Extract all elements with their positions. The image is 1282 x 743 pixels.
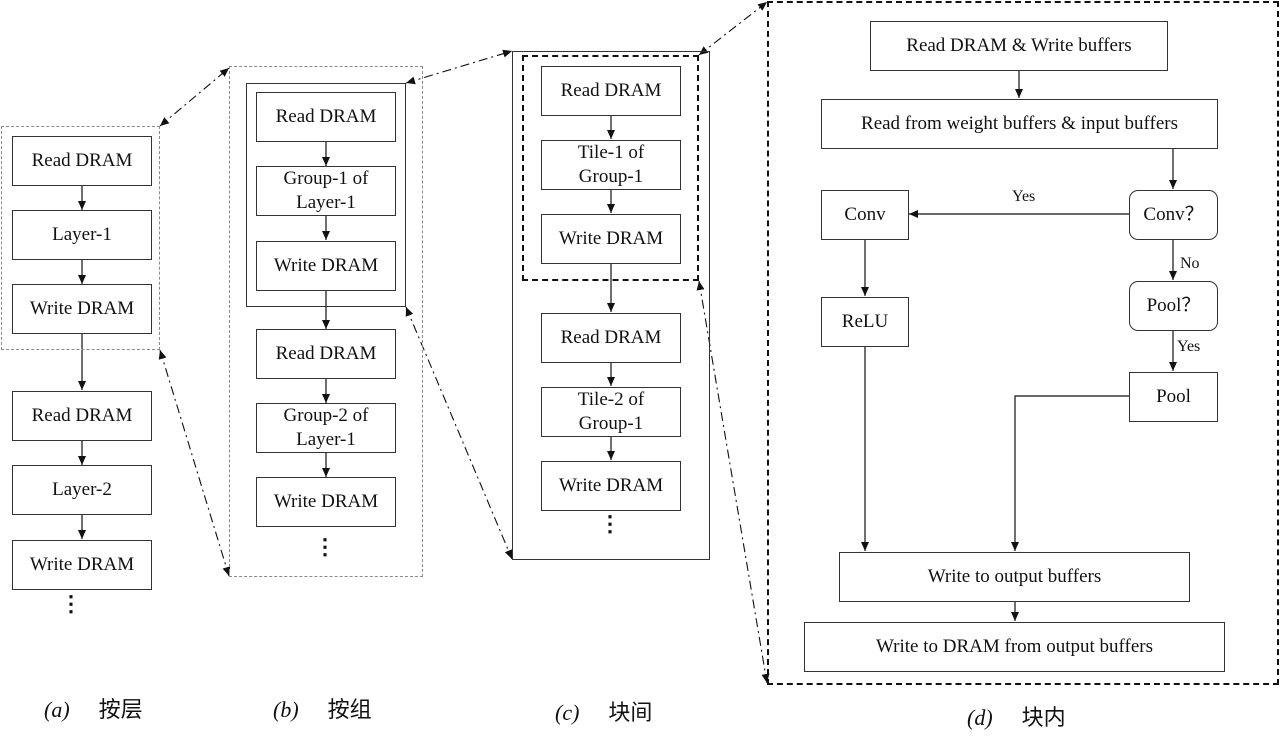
zoom-b-c-bottom: [405, 306, 513, 560]
caption-d-text: 块内: [1021, 705, 1066, 730]
zoom-a-b-top: [159, 67, 230, 127]
panel-c-frame: [512, 51, 710, 560]
panel-d-read-buffers: Read from weight buffers & input buffers: [821, 99, 1218, 149]
panel-b-group-frame: [246, 83, 406, 307]
panel-d-write-dram: Write to DRAM from output buffers: [804, 622, 1225, 672]
caption-c-letter: (c): [555, 700, 580, 725]
caption-a-text: 按层: [98, 697, 143, 722]
panel-c-read-dram-1: Read DRAM: [541, 66, 681, 116]
caption-d-letter: (d): [967, 705, 993, 730]
edge-label-yes-pool: Yes: [1177, 338, 1201, 355]
panel-c-tile-frame: [522, 55, 699, 281]
caption-c: (c) 块间: [555, 695, 652, 727]
caption-b-letter: (b): [273, 697, 299, 722]
panel-b-group-1: Group-1 of Layer-1: [256, 166, 396, 216]
panel-c-tile-1: Tile-1 of Group-1: [541, 140, 681, 190]
panel-a-read-dram-2: Read DRAM: [12, 391, 152, 441]
panel-b-read-dram-2: Read DRAM: [256, 329, 396, 379]
arrow-d-pool-write: [1011, 395, 1129, 551]
panel-d-write-output: Write to output buffers: [839, 552, 1190, 602]
edge-label-no: No: [1180, 255, 1200, 272]
panel-a-layer-1: Layer-1: [12, 210, 152, 260]
panel-d-conv: Conv: [821, 190, 909, 240]
panel-a-layer-2: Layer-2: [12, 465, 152, 515]
panel-b-write-dram-1: Write DRAM: [256, 241, 396, 291]
panel-b-write-dram-2: Write DRAM: [256, 477, 396, 527]
caption-a: (a) 按层: [44, 692, 143, 724]
caption-a-letter: (a): [44, 697, 70, 722]
panel-a-highlight-frame: [1, 126, 160, 350]
zoom-c-d-bottom: [696, 280, 770, 684]
panel-d-frame: [767, 1, 1279, 685]
panel-c-write-dram-1: Write DRAM: [541, 214, 681, 264]
panel-b-group-2: Group-2 of Layer-1: [256, 403, 396, 453]
panel-b-frame: [229, 66, 423, 577]
panel-b-ellipsis: ⋮: [314, 534, 336, 559]
panel-a-write-dram-1: Write DRAM: [12, 284, 152, 334]
panel-c-ellipsis: ⋮: [599, 511, 621, 536]
panel-b-read-dram-1: Read DRAM: [256, 92, 396, 142]
panel-d-conv-decision: Conv？: [1129, 190, 1218, 240]
panel-d-read-write: Read DRAM & Write buffers: [870, 21, 1168, 71]
edge-label-yes-conv: Yes: [1012, 188, 1036, 205]
panel-d-pool-decision: Pool？: [1129, 281, 1218, 331]
panel-a-read-dram-1: Read DRAM: [12, 136, 152, 186]
caption-b-text: 按组: [327, 697, 372, 722]
zoom-a-b-bottom: [158, 349, 231, 577]
caption-c-text: 块间: [608, 700, 653, 725]
panel-c-read-dram-2: Read DRAM: [541, 313, 681, 363]
caption-d: (d) 块内: [967, 700, 1066, 732]
panel-c-write-dram-2: Write DRAM: [541, 461, 681, 511]
panel-a-write-dram-2: Write DRAM: [12, 540, 152, 590]
panel-c-tile-2: Tile-2 of Group-1: [541, 387, 681, 437]
panel-d-relu: ReLU: [821, 297, 909, 347]
panel-a-ellipsis: ⋮: [60, 591, 82, 616]
caption-b: (b) 按组: [273, 692, 372, 724]
panel-d-pool: Pool: [1129, 372, 1218, 422]
zoom-c-d-top: [698, 1, 768, 56]
